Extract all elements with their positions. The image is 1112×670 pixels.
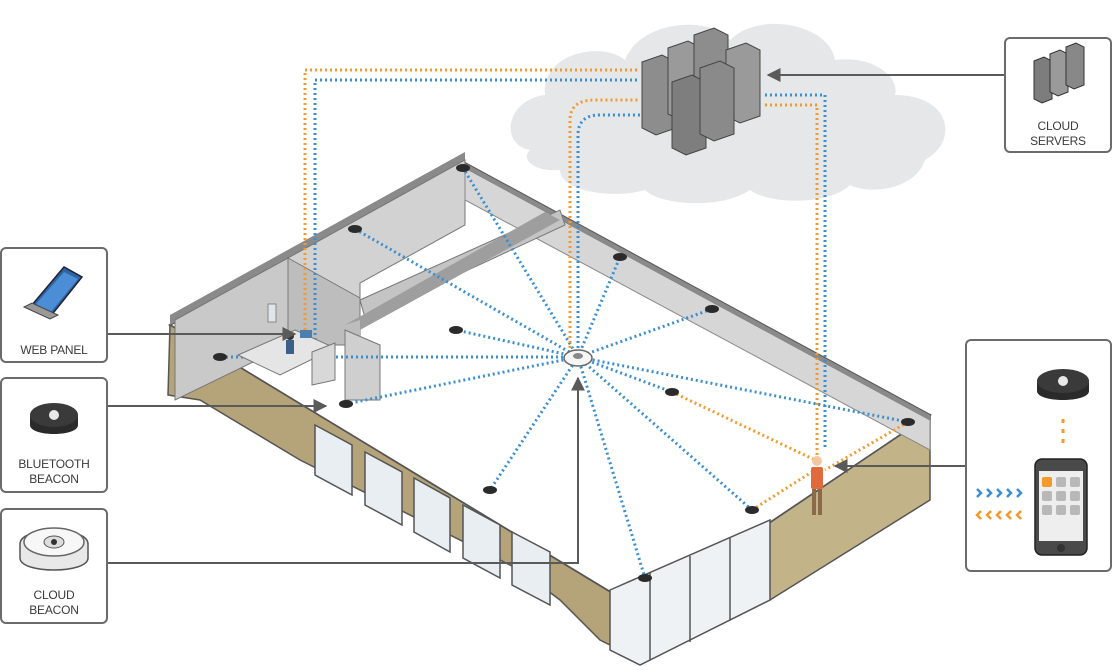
callout-label-web-panel: WEB PANEL: [20, 343, 88, 357]
beacon: [348, 225, 362, 233]
beacon: [705, 305, 719, 313]
beacon: [483, 486, 497, 494]
callout-mobile-phone: [965, 339, 1112, 572]
beacon: [613, 253, 627, 261]
front-windows: [314, 423, 551, 607]
beacon: [665, 388, 679, 396]
callout-cloud-servers: CLOUD SERVERS: [1004, 37, 1112, 153]
callout-arrows: [107, 68, 1005, 564]
beacon: [745, 506, 759, 514]
cloud-server-racks: [641, 27, 761, 156]
server-rack-icon: [1033, 42, 1085, 104]
beacon: [213, 353, 227, 361]
bluetooth-beacons: [213, 164, 915, 582]
building: [167, 152, 932, 666]
beacon: [449, 326, 463, 334]
entrance-doors: [609, 518, 771, 666]
callout-bluetooth-beacon: BLUETOOTH BEACON: [0, 377, 108, 493]
smartphone-icon: [975, 369, 1089, 556]
cloud-beacon-icon: [19, 527, 89, 571]
beacon: [339, 400, 353, 408]
callout-cloud-beacon: CLOUD BEACON: [0, 508, 108, 624]
callout-label-cloud-servers: CLOUD SERVERS: [1030, 119, 1086, 148]
callout-label-bluetooth-beacon: BLUETOOTH BEACON: [18, 457, 90, 486]
bluetooth-signal-lines: [220, 78, 909, 579]
person-icon: [811, 456, 823, 515]
callout-label-cloud-beacon: CLOUD BEACON: [29, 588, 79, 617]
beacon: [901, 418, 915, 426]
callout-web-panel: WEB PANEL: [0, 247, 108, 363]
beacon: [638, 574, 652, 582]
laptop-icon: [22, 266, 84, 320]
cloud-beacon-hub: [563, 349, 593, 367]
beacon: [456, 164, 470, 172]
bluetooth-beacon-icon: [30, 403, 78, 434]
cloud-signal-lines: [303, 68, 909, 512]
